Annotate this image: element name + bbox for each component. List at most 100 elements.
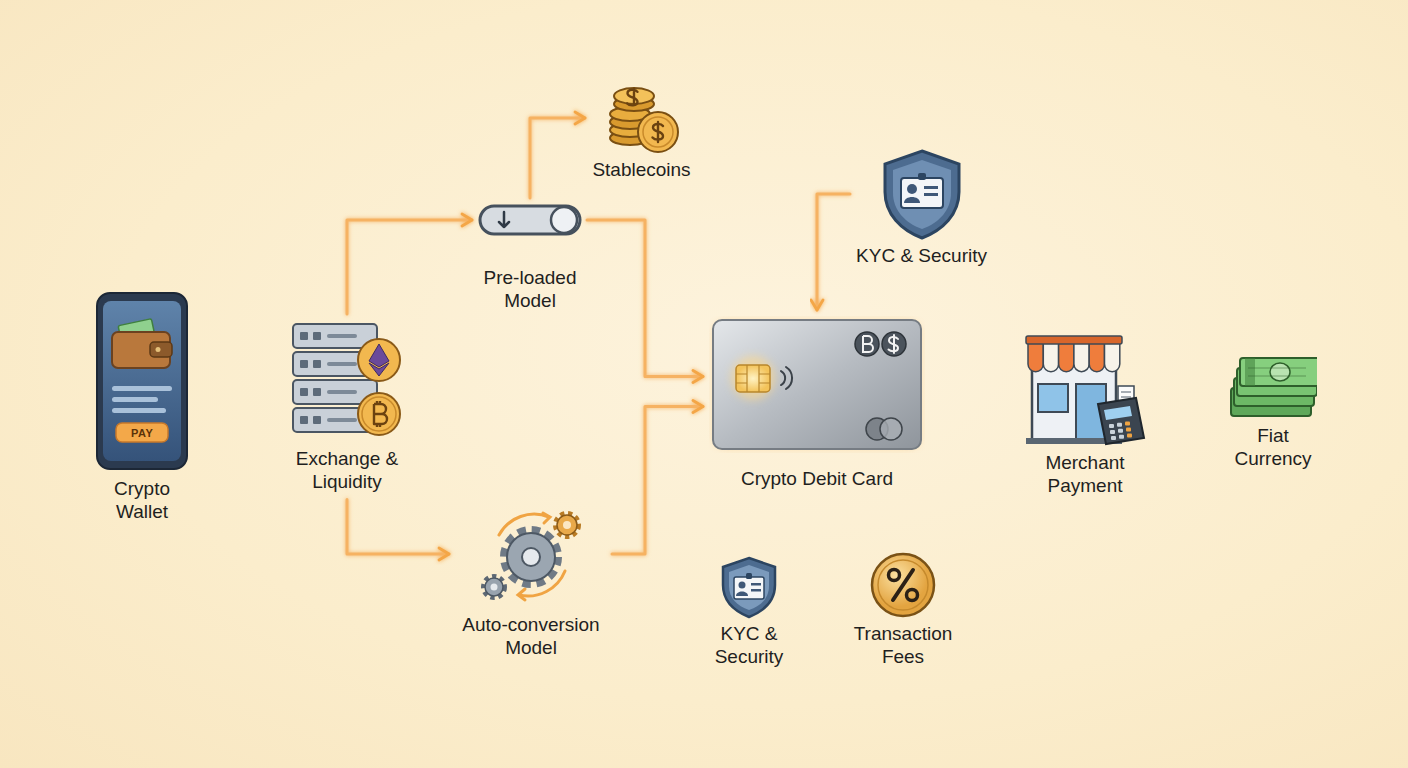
icon-part (907, 590, 918, 601)
icon-part (713, 320, 921, 449)
icon-part (627, 89, 638, 105)
icon-part (893, 570, 913, 600)
icon-part (736, 365, 770, 392)
icon-part (313, 332, 321, 340)
icon-part (643, 117, 673, 147)
icon-part (522, 548, 540, 566)
icon-part (1118, 429, 1123, 433)
flow-arrow (817, 194, 850, 310)
icon-part (736, 592, 748, 597)
icon-node: Stablecoins (591, 82, 692, 182)
node-label: Crypto Wallet (102, 478, 182, 524)
node-label: Auto-conversion Model (456, 614, 606, 660)
icon-part (313, 360, 321, 368)
icon-part (885, 151, 959, 238)
icon-part (327, 334, 357, 338)
icon-part (878, 560, 928, 610)
icon-part (652, 122, 663, 142)
icon-part (362, 397, 396, 431)
flow-arrow (347, 500, 449, 554)
icon-part (563, 521, 571, 529)
icon-part (736, 365, 770, 392)
icon-part (1026, 336, 1122, 344)
icon-part (1110, 430, 1115, 434)
icon-part (358, 339, 400, 381)
icon-part (112, 386, 172, 391)
icon-part (882, 332, 906, 356)
flow-arrow (748, 496, 751, 549)
icon-part (1038, 384, 1068, 412)
icon-part (150, 342, 172, 357)
icon-part (1126, 427, 1131, 431)
icon-part (638, 112, 678, 152)
node-label: Crypto Debit Card (741, 468, 893, 491)
flow-arrow (347, 220, 472, 314)
icon-part (1043, 342, 1058, 372)
icon-part (1117, 423, 1122, 427)
icon-part (507, 533, 555, 581)
icon-part (723, 558, 775, 617)
icon-part (327, 362, 357, 366)
icon-part (543, 513, 550, 523)
icon-part (889, 335, 899, 353)
icon-part (1059, 342, 1074, 372)
icon-part (751, 583, 761, 586)
node-label: Pre-loaded Model (480, 267, 580, 313)
icon-part (1111, 436, 1116, 440)
icon-part (1127, 433, 1132, 437)
node-label: Transaction Fees (843, 623, 963, 669)
icon-part (313, 388, 321, 396)
icon-part (112, 397, 158, 402)
icon-node: Exchange & Liquidity (291, 320, 403, 494)
icon-part (156, 347, 161, 352)
node-icon (1024, 334, 1146, 448)
icon-part (327, 418, 357, 422)
icon-part (369, 344, 389, 376)
node-icon (604, 82, 680, 154)
icon-part (551, 207, 577, 233)
icon-part (924, 186, 938, 189)
icon-part (1125, 421, 1130, 425)
node-icon (96, 292, 188, 470)
icon-part (924, 193, 938, 196)
icon-node: Pre-loaded Model (478, 204, 582, 313)
icon-part (358, 393, 400, 435)
icon-part (904, 197, 920, 203)
icon-node: Crypto Debit Card (709, 316, 925, 491)
icon-part (300, 360, 308, 368)
icon-node: Crypto Wallet (96, 292, 188, 524)
icon-part (1109, 424, 1114, 428)
flow-arrow (530, 118, 585, 198)
button-label: PAY (131, 427, 153, 439)
flow-arrow (587, 220, 703, 377)
icon-part (889, 570, 900, 581)
node-label: Exchange & Liquidity (292, 448, 402, 494)
icon-part (1245, 358, 1255, 386)
node-label: KYC & Security (709, 623, 789, 669)
icon-part (729, 565, 769, 610)
icon-node: Merchant Payment (1024, 334, 1146, 498)
icon-part (499, 212, 509, 227)
icon-part (313, 416, 321, 424)
icon-part (480, 206, 580, 234)
node-label: Stablecoins (592, 159, 690, 182)
node-icon (719, 555, 779, 619)
node-icon (1229, 348, 1317, 418)
icon-part (918, 173, 926, 180)
flow-arrow (902, 496, 905, 546)
icon-part (751, 589, 761, 592)
icon-part (872, 554, 934, 616)
icon-part (116, 423, 168, 442)
icon-part (880, 418, 902, 440)
node-label: KYC & Security (856, 245, 987, 268)
icon-part (731, 356, 775, 400)
node-label: Fiat Currency (1228, 425, 1318, 471)
icon-part (112, 408, 166, 413)
icon-part (1089, 342, 1104, 372)
icon-part (1074, 342, 1089, 372)
icon-part (556, 514, 578, 536)
icon-part (327, 390, 357, 394)
icon-part (1105, 342, 1120, 372)
